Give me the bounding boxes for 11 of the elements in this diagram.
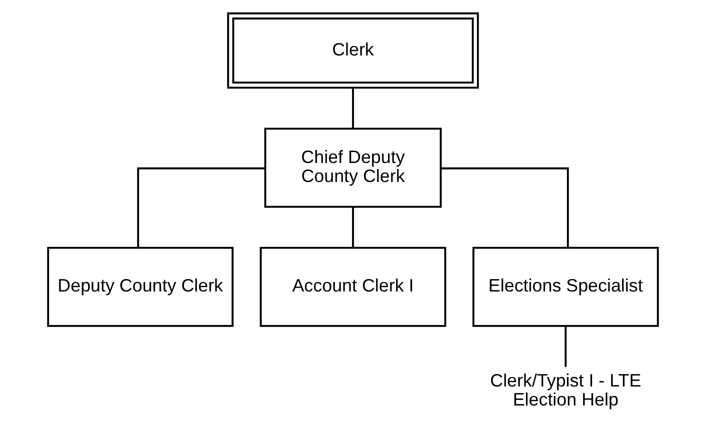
node-box: Clerk [227,12,479,89]
connector [352,88,354,129]
node-box: Deputy County Clerk [47,246,234,327]
node-box: Elections Specialist [472,246,659,327]
node-box: Account Clerk I [260,246,446,327]
connector [441,167,569,248]
connector [352,207,354,248]
node-text: Clerk/Typist I - LTE Election Help [490,370,642,410]
connector [564,326,567,367]
connector [137,167,265,248]
node-box: Chief Deputy County Clerk [264,128,442,208]
